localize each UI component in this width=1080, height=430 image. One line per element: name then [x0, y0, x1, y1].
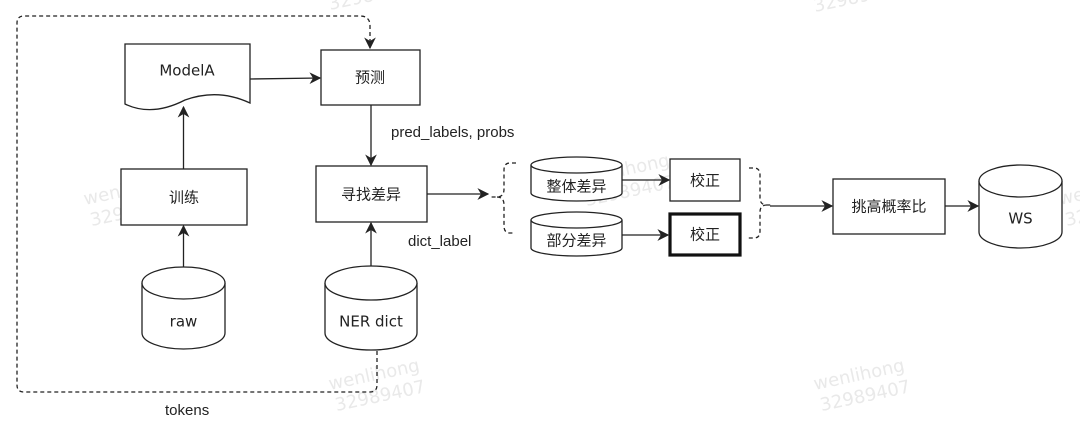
edge-tokens: [16, 15, 378, 393]
watermark: wenlihong 32989407: [327, 355, 428, 416]
node-overall-diff[interactable]: 整体差异: [530, 156, 623, 202]
node-modelA[interactable]: ModelA: [124, 43, 251, 111]
node-label: 预测: [355, 69, 385, 87]
right-brace: [748, 167, 772, 239]
node-label: 整体差异: [546, 178, 606, 196]
node-label: 部分差异: [546, 232, 606, 250]
node-predict[interactable]: 预测: [320, 49, 421, 106]
node-label: 校正: [690, 172, 720, 190]
cylinder-shape: [141, 283, 226, 350]
node-correct-2[interactable]: 校正: [668, 212, 742, 257]
node-label: WS: [1008, 210, 1032, 228]
rectangle-shape: [120, 168, 248, 226]
node-ner-dict[interactable]: NER dict: [324, 265, 418, 351]
node-train[interactable]: 训练: [120, 168, 248, 226]
rectangle-shape: [832, 178, 946, 235]
cylinder-top: [324, 265, 418, 301]
node-pick-high-prob[interactable]: 挑高概率比: [832, 178, 946, 235]
node-label: 校正: [690, 226, 720, 244]
rectangle-shape: [320, 49, 421, 106]
node-label: ModelA: [159, 62, 215, 80]
rectangle-shape: [668, 212, 742, 257]
watermark-text: 32989407: [812, 0, 906, 17]
edge-label-tokens: tokens: [165, 402, 209, 419]
watermark: 32989407: [327, 0, 421, 15]
watermark: 32989407: [812, 0, 906, 17]
node-partial-diff[interactable]: 部分差异: [530, 211, 623, 257]
cylinder-top: [530, 211, 623, 229]
node-label: NER dict: [339, 313, 403, 331]
edge-label-dict-label: dict_label: [408, 233, 471, 250]
left-brace: [490, 162, 516, 234]
document-shape: [124, 43, 251, 111]
cylinder-top: [978, 164, 1063, 198]
node-label: 寻找差异: [341, 186, 401, 204]
node-label: raw: [170, 313, 198, 331]
node-find-diff[interactable]: 寻找差异: [315, 165, 428, 223]
cylinder-shape: [978, 181, 1063, 249]
node-ws[interactable]: WS: [978, 164, 1063, 249]
node-label: 挑高概率比: [851, 198, 926, 216]
cylinder-top: [141, 266, 226, 300]
cylinder-shape: [530, 220, 623, 257]
cylinder-shape: [324, 283, 418, 351]
rectangle-shape: [669, 158, 741, 202]
node-correct-1[interactable]: 校正: [669, 158, 741, 202]
edge-modelA-to-predict: [249, 72, 322, 84]
cylinder-top: [530, 156, 623, 174]
watermark-text: 32989407: [327, 0, 421, 15]
node-raw[interactable]: raw: [141, 266, 226, 350]
watermark: wenlihong 32989407: [812, 355, 913, 416]
node-label: 训练: [169, 189, 199, 207]
rectangle-shape: [315, 165, 428, 223]
edge-label-pred-labels: pred_labels, probs: [391, 124, 514, 141]
cylinder-shape: [530, 165, 623, 202]
